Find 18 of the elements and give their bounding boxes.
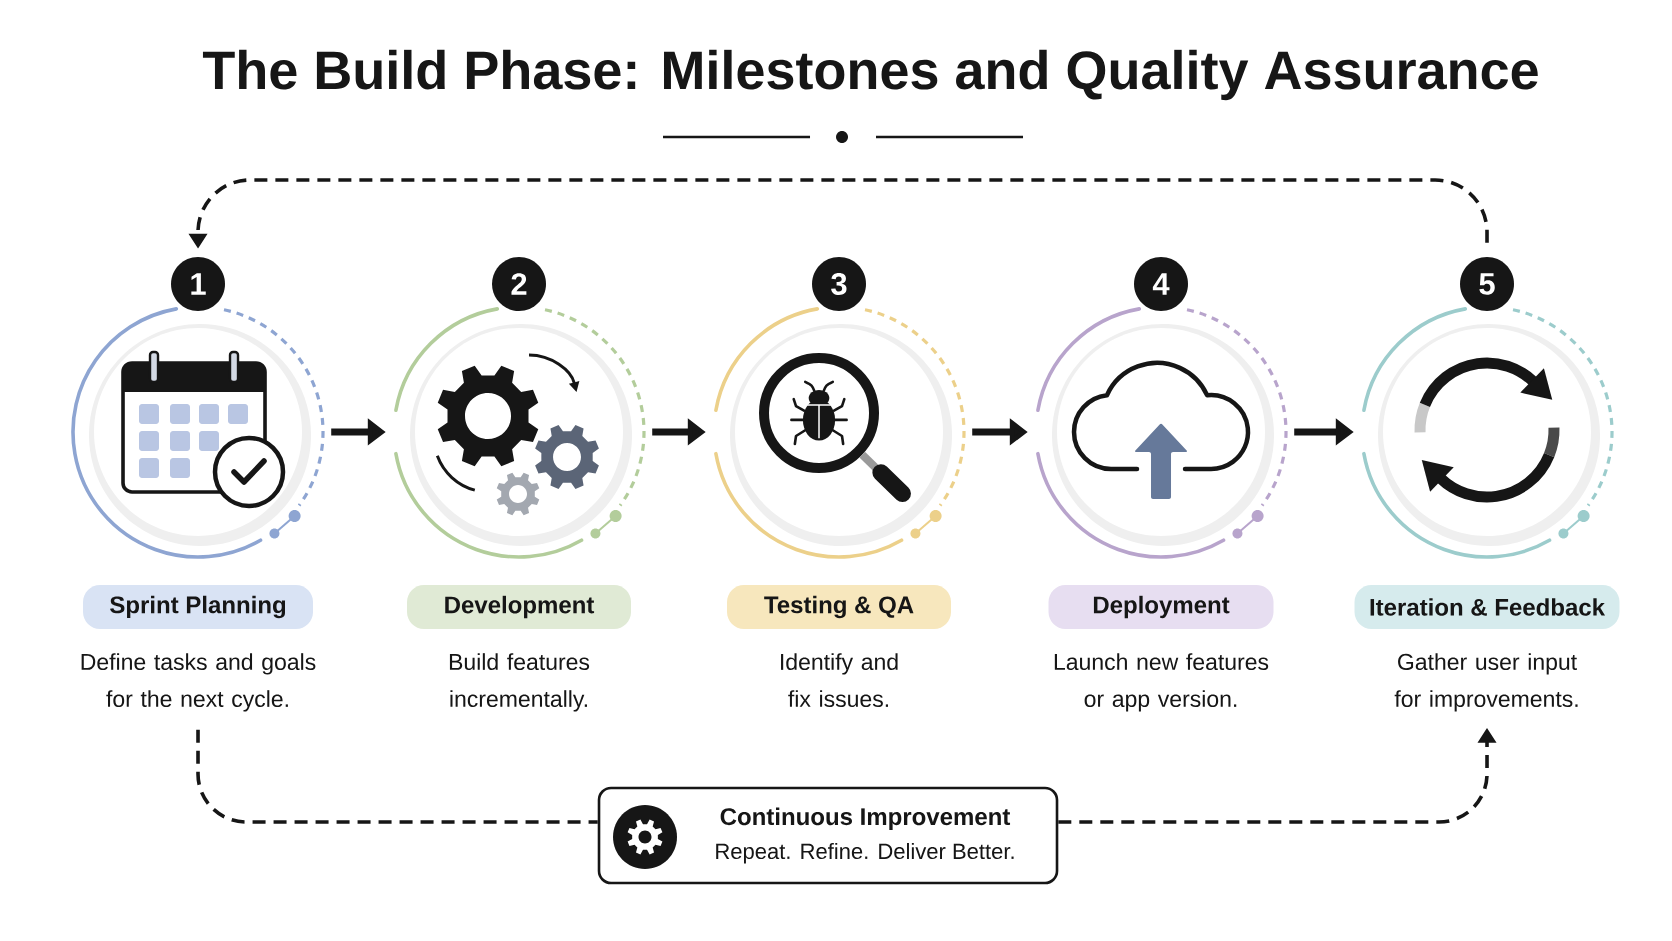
step-title-pill: Testing & QA	[727, 585, 951, 629]
step-title-pill: Iteration & Feedback	[1354, 585, 1620, 629]
step-number-badge: 3	[812, 257, 866, 311]
title: The Build Phase: Milestones and Quality Assurance	[202, 49, 1538, 101]
step-description: Build features incrementally.	[449, 653, 590, 712]
step-description: Launch new features or app version.	[1054, 653, 1269, 712]
step-number-badge: 4	[1134, 257, 1188, 311]
step-title-pill: Sprint Planning	[83, 585, 313, 629]
step-number-badge: 1	[171, 257, 225, 311]
info-box: Continuous Improvement Repeat. Refine. Deliver Better.	[597, 786, 1059, 885]
step-description: Define tasks and goals for the next cycle.	[81, 653, 316, 712]
step-title-pill: Development	[407, 585, 631, 629]
step-number-badge: 5	[1460, 257, 1514, 311]
step-description: Identify and fix issues.	[781, 653, 898, 708]
step-description: Gather user input for improvements.	[1394, 653, 1578, 712]
step-title-pill: Deployment	[1048, 585, 1274, 629]
step-number-badge: 2	[492, 257, 546, 311]
dashed-connector-line	[196, 729, 598, 824]
